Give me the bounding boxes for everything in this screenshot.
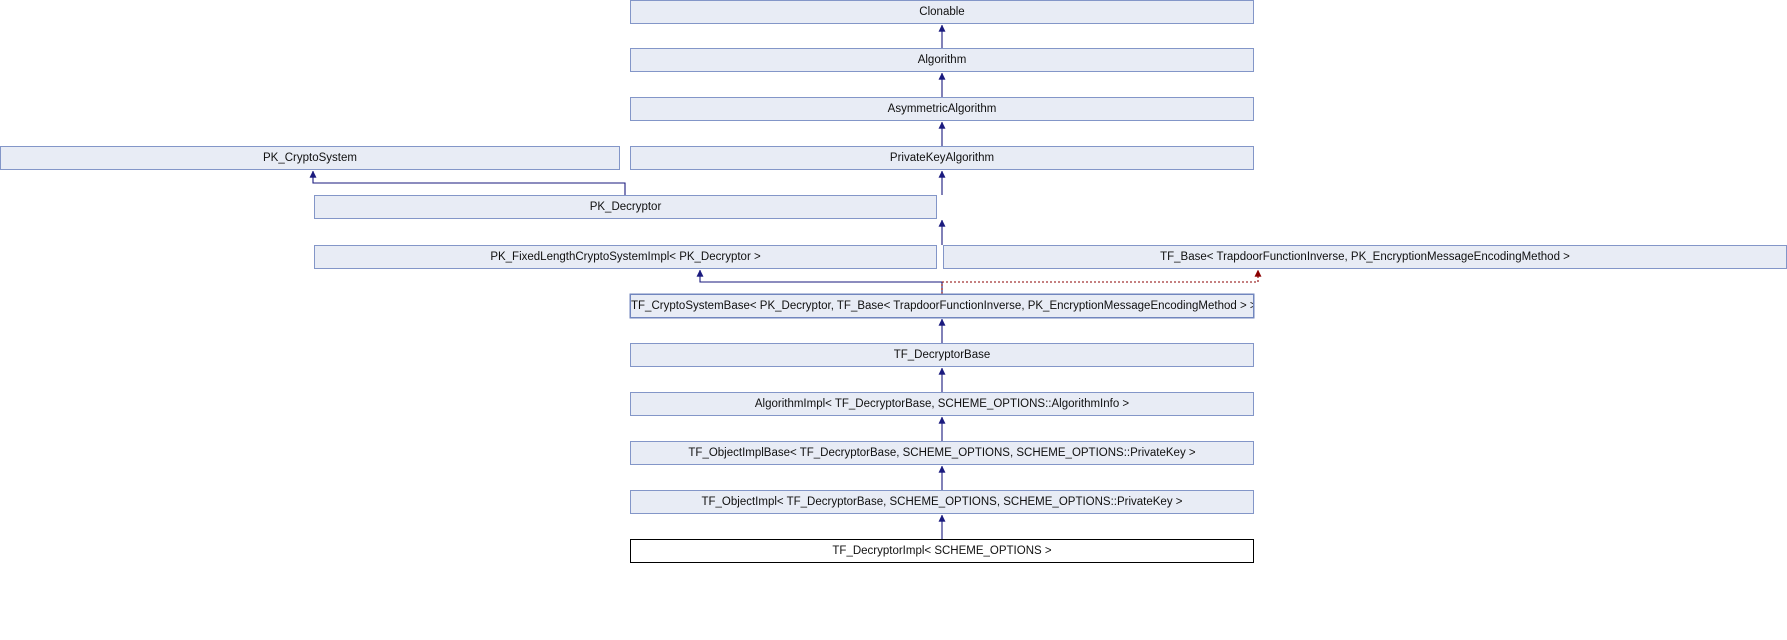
class-node-asymmetric[interactable]: AsymmetricAlgorithm — [630, 97, 1254, 121]
class-node-tfdecbase[interactable]: TF_DecryptorBase — [630, 343, 1254, 367]
class-node-label: Algorithm — [917, 54, 967, 66]
class-node-label: AlgorithmImpl< TF_DecryptorBase, SCHEME_… — [754, 398, 1130, 410]
class-node-label: TF_Base< TrapdoorFunctionInverse, PK_Enc… — [1160, 251, 1570, 263]
class-node-pkfixedlen[interactable]: PK_FixedLengthCryptoSystemImpl< PK_Decry… — [314, 245, 937, 269]
class-node-label: PK_CryptoSystem — [263, 152, 357, 164]
class-node-label: PK_Decryptor — [589, 201, 662, 213]
class-node-tfcryptobase[interactable]: TF_CryptoSystemBase< PK_Decryptor, TF_Ba… — [630, 294, 1254, 318]
class-node-pkcryptosys[interactable]: PK_CryptoSystem — [0, 146, 620, 170]
class-node-clonable[interactable]: Clonable — [630, 0, 1254, 24]
arrowhead-icon — [938, 219, 946, 227]
arrowhead-icon — [938, 24, 946, 32]
inheritance-edge-tfcryptobase-to-pkfixedlen — [699, 270, 943, 294]
class-node-pkdecryptor[interactable]: PK_Decryptor — [314, 195, 937, 219]
arrowhead-icon — [938, 416, 946, 424]
arrowhead-icon — [938, 514, 946, 522]
class-node-privatekeyalg[interactable]: PrivateKeyAlgorithm — [630, 146, 1254, 170]
class-node-tfdecimpl[interactable]: TF_DecryptorImpl< SCHEME_OPTIONS > — [630, 539, 1254, 563]
class-node-objimpl[interactable]: TF_ObjectImpl< TF_DecryptorBase, SCHEME_… — [630, 490, 1254, 514]
class-node-tfbase[interactable]: TF_Base< TrapdoorFunctionInverse, PK_Enc… — [943, 245, 1787, 269]
arrowhead-icon — [938, 72, 946, 80]
arrowhead-icon — [1254, 269, 1262, 277]
class-node-label: PK_FixedLengthCryptoSystemImpl< PK_Decry… — [490, 251, 761, 263]
arrowhead-icon — [938, 367, 946, 375]
class-node-label: TF_CryptoSystemBase< PK_Decryptor, TF_Ba… — [631, 300, 1254, 312]
class-node-algorithm[interactable]: Algorithm — [630, 48, 1254, 72]
arrowhead-icon — [938, 465, 946, 473]
arrowhead-icon — [309, 170, 317, 178]
class-node-label: TF_ObjectImplBase< TF_DecryptorBase, SCH… — [688, 447, 1196, 459]
class-node-label: AsymmetricAlgorithm — [887, 103, 997, 115]
class-node-objimplbase[interactable]: TF_ObjectImplBase< TF_DecryptorBase, SCH… — [630, 441, 1254, 465]
inheritance-edge-tfcryptobase-to-tfbase — [941, 270, 1259, 294]
class-node-label: PrivateKeyAlgorithm — [889, 152, 995, 164]
class-node-label: TF_ObjectImpl< TF_DecryptorBase, SCHEME_… — [701, 496, 1183, 508]
arrowhead-icon — [938, 170, 946, 178]
arrowhead-icon — [696, 269, 704, 277]
arrowhead-icon — [938, 121, 946, 129]
class-node-label: TF_DecryptorImpl< SCHEME_OPTIONS > — [832, 545, 1052, 557]
arrowhead-icon — [938, 318, 946, 326]
class-node-algimpl[interactable]: AlgorithmImpl< TF_DecryptorBase, SCHEME_… — [630, 392, 1254, 416]
class-node-label: Clonable — [919, 6, 965, 18]
inheritance-edge-pkdecryptor-to-pkcryptosys — [312, 171, 626, 195]
class-node-label: TF_DecryptorBase — [893, 349, 991, 361]
